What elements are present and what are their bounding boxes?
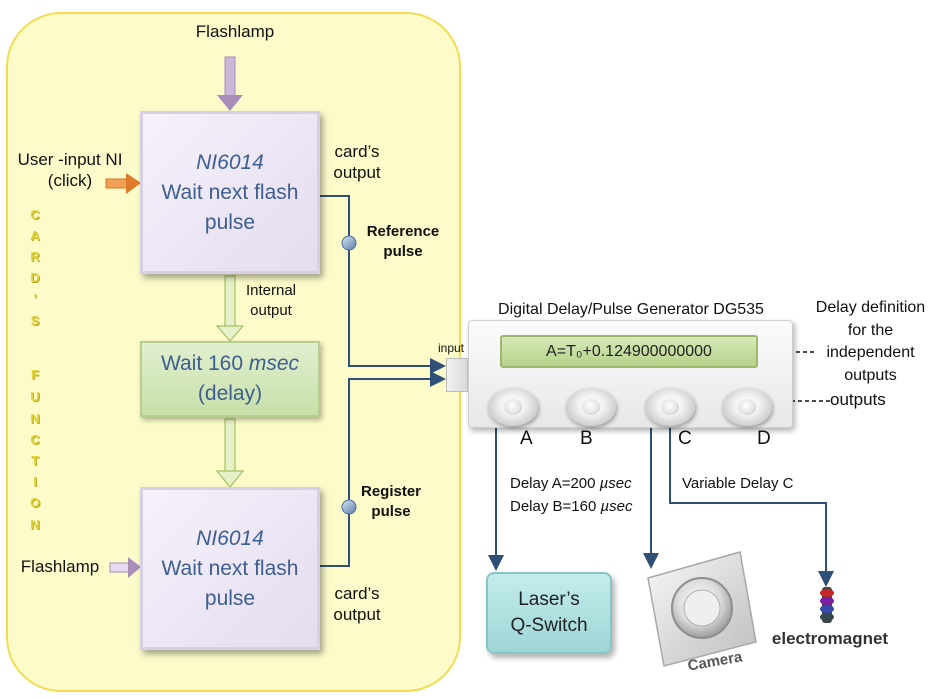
delay-line1: Wait 160 msec — [160, 352, 300, 375]
vertical-letter: C — [30, 207, 40, 222]
electromagnet-icon — [820, 587, 834, 623]
ni-bottom-line1: Wait next flash — [161, 556, 299, 580]
vertical-letter: N — [30, 411, 40, 426]
vertical-letter: O — [29, 495, 41, 510]
delay-line2: (delay) — [197, 382, 263, 405]
vertical-letter: C — [30, 432, 40, 447]
vertical-letter: N — [30, 517, 40, 532]
dg535-display: A=T₀+0.124900000000 — [500, 335, 758, 368]
port-label-c: C — [678, 428, 692, 449]
variable-delay-label: Variable Delay C — [682, 475, 794, 492]
vertical-letter: D — [30, 270, 40, 285]
port-label-a: A — [520, 428, 533, 449]
register-pulse-node — [341, 499, 357, 515]
flashlamp-left-label: Flashlamp — [20, 557, 100, 576]
vertical-letter: S — [30, 313, 40, 328]
reference-pulse-wire — [320, 195, 446, 374]
camera-icon — [647, 551, 757, 667]
output-knob-b[interactable] — [566, 388, 616, 426]
vertical-letter: I — [33, 474, 37, 489]
wait-delay-box: Wait 160 msec (delay) — [140, 341, 320, 417]
laser-line2: Q-Switch — [510, 615, 588, 636]
reference-pulse-node — [341, 235, 357, 251]
ni-top-line2: pulse — [204, 210, 256, 234]
ni6014-bottom-box: NI6014 Wait next flash pulse — [140, 487, 320, 650]
vertical-letter: A — [30, 228, 40, 243]
vertical-letter: F — [31, 367, 39, 382]
flashlamp-top-label: Flashlamp — [195, 22, 275, 41]
port-label-d: D — [757, 428, 771, 449]
output-knob-d[interactable] — [722, 388, 772, 426]
delay-a-label: Delay A=200 µsec — [510, 475, 632, 492]
outputs-label: outputs — [830, 390, 886, 409]
flashlamp-left-arrow — [109, 557, 141, 578]
ni-bottom-title: NI6014 — [196, 526, 264, 550]
port-label-b: B — [580, 428, 593, 449]
dg535-input-port — [446, 358, 468, 392]
electromagnet-label: electromagnet — [771, 629, 889, 648]
laser-q-switch-box: Laser’s Q-Switch — [486, 572, 612, 654]
dg535-title: Digital Delay/Pulse Generator DG535 — [498, 301, 764, 318]
vertical-letter: T — [31, 453, 39, 468]
flashlamp-top-arrow — [217, 56, 243, 111]
user-input-arrow — [105, 173, 141, 194]
ni6014-top-box: NI6014 Wait next flash pulse — [140, 111, 320, 274]
register-pulse-wire — [320, 371, 446, 567]
dg535-input-label: input — [437, 341, 465, 355]
user-input-label: User -input NI(click) — [17, 150, 123, 190]
vertical-letter: ’ — [33, 291, 37, 306]
ni-top-line1: Wait next flash — [161, 180, 299, 204]
delay-output-arrow — [215, 418, 245, 488]
ni-bottom-line2: pulse — [204, 586, 256, 610]
ni-top-title: NI6014 — [196, 150, 264, 174]
vertical-letter: R — [30, 249, 40, 264]
output-knob-a[interactable] — [488, 388, 538, 426]
output-knob-c[interactable] — [645, 388, 695, 426]
delay-b-label: Delay B=160 µsec — [510, 498, 633, 515]
vertical-letter: U — [30, 389, 40, 404]
output-c-wire — [669, 406, 834, 587]
laser-line1: Laser’s — [518, 589, 580, 610]
internal-output-arrow — [215, 275, 245, 342]
